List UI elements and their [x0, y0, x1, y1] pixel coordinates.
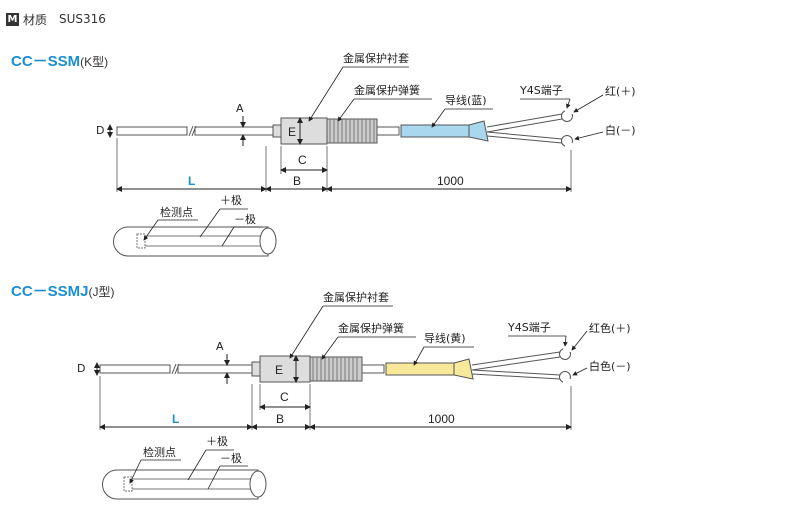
diagram-k: D A E C L B 1000 金属保护衬套 金属保护弹簧 导线(蓝) — [96, 51, 636, 257]
material-value: SUS316 — [59, 12, 106, 26]
material-icon: M — [6, 12, 19, 26]
probe-tube — [99, 363, 261, 375]
metal-sheath — [259, 355, 311, 383]
diagram-j: D A E C L B 1000 金属保护衬套 金属保护弹簧 导线(黄) Y4S… — [77, 290, 631, 500]
collar — [251, 361, 261, 377]
label-sheath: 金属保护衬套 — [343, 51, 409, 65]
label-lead: 导线(蓝) — [445, 93, 487, 107]
product-code: CC－SSMJ — [11, 283, 89, 300]
dim-B: B — [293, 174, 301, 188]
dim-L: L — [188, 174, 195, 188]
label-lead: 导线(黄) — [424, 331, 466, 345]
dim-length: 1000 — [428, 412, 455, 426]
type-label: (K型) — [80, 55, 109, 69]
label-detect: 检测点 — [160, 205, 193, 219]
label-negative: 白色(－) — [589, 359, 631, 373]
material-label: 材质 — [23, 12, 48, 27]
lead-wire — [385, 358, 474, 380]
dim-E: E — [275, 363, 283, 377]
section-title-j: CC－SSMJ(J型) — [11, 280, 115, 301]
label-sheath: 金属保护衬套 — [323, 290, 389, 304]
dim-C: C — [298, 153, 307, 167]
dim-length: 1000 — [437, 174, 464, 188]
label-spring: 金属保护弹簧 — [338, 321, 404, 335]
label-minus: －极 — [234, 212, 256, 226]
label-spring: 金属保护弹簧 — [354, 83, 420, 97]
dim-A: A — [236, 102, 244, 115]
dim-E: E — [288, 125, 296, 139]
label-positive: 红(＋) — [605, 85, 636, 98]
terminal-positive — [559, 348, 571, 360]
terminal-positive — [561, 110, 573, 122]
type-label: (J型) — [88, 285, 115, 299]
dim-B: B — [276, 412, 284, 426]
label-negative: 白(－) — [605, 123, 636, 137]
metal-spring — [309, 356, 363, 382]
label-plus: ＋极 — [220, 193, 242, 207]
label-terminal: Y4S端子 — [519, 84, 563, 97]
terminal-negative — [559, 371, 571, 383]
tip-detail — [102, 469, 267, 500]
label-detect: 检测点 — [143, 445, 176, 459]
dim-A: A — [216, 340, 224, 353]
product-code: CC－SSM — [11, 53, 81, 70]
terminal-negative — [561, 135, 573, 147]
material-header: M 材质 SUS316 — [6, 10, 106, 28]
probe-tube — [116, 125, 276, 137]
dim-C: C — [280, 390, 289, 404]
lead-wire — [400, 120, 489, 142]
dim-L: L — [172, 412, 179, 426]
section-title-k: CC－SSM(K型) — [11, 50, 108, 71]
label-terminal: Y4S端子 — [507, 321, 551, 334]
label-plus: ＋极 — [206, 434, 228, 448]
label-minus: －极 — [220, 451, 242, 465]
dim-D: D — [96, 124, 104, 137]
tip-detail — [113, 226, 277, 257]
label-positive: 红色(＋) — [589, 321, 631, 335]
metal-spring — [326, 118, 378, 144]
collar — [272, 124, 282, 138]
dim-D: D — [77, 362, 85, 375]
